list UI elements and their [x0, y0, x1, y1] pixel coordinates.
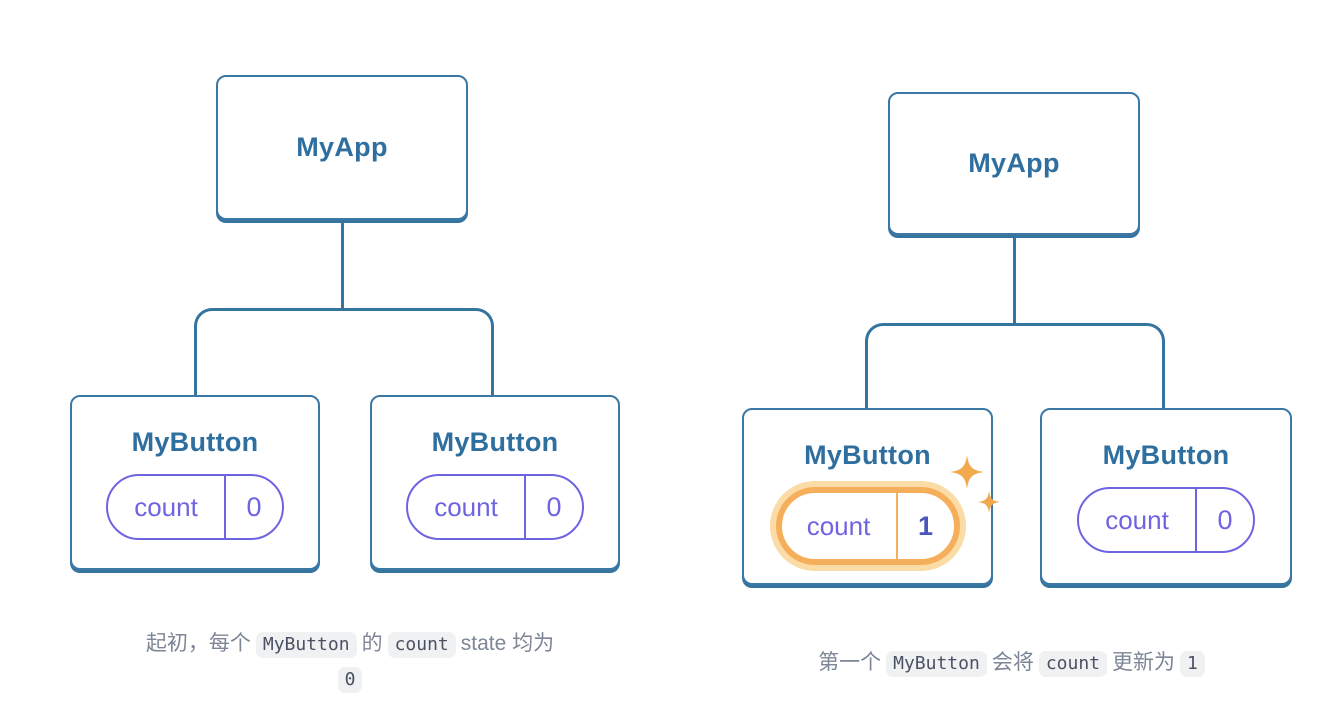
caption-code: 1: [1180, 651, 1205, 677]
caption-code: MyButton: [886, 651, 987, 677]
tree-connector-branch: [194, 308, 494, 395]
caption-code: count: [1038, 651, 1108, 677]
caption-text: state 均为: [460, 632, 555, 655]
mybutton-node-second: MyButton count 0: [370, 395, 620, 570]
node-title: MyButton: [1102, 440, 1230, 470]
count-state-pill: count 0: [406, 474, 584, 540]
state-value: 0: [546, 491, 562, 522]
caption-text: 起初，每个: [145, 632, 251, 655]
state-pill-wrap: count 1: [775, 455, 1000, 565]
state-pill-wrap: count 0: [1077, 487, 1255, 553]
node-title: MyButton: [131, 427, 259, 457]
myapp-node: MyApp: [216, 75, 468, 220]
state-pill-wrap: count 0: [106, 474, 284, 540]
tree-connector-stem: [341, 220, 344, 308]
mybutton-node-first: MyButton count 0: [70, 395, 320, 570]
caption-text: 第一个: [818, 651, 882, 674]
caption-text: 的: [361, 632, 383, 655]
count-state-pill: count 0: [106, 474, 284, 540]
state-key: count: [408, 476, 526, 538]
tree-connector-stem: [1013, 235, 1016, 323]
state-pill-wrap: count 0: [406, 474, 584, 540]
caption-text: 会将: [991, 651, 1034, 674]
tree-connector-branch: [865, 323, 1165, 408]
sparkle-icon: [949, 455, 1000, 513]
caption-code: 0: [337, 667, 363, 693]
mybutton-node-first-updated: MyButton count 1: [742, 408, 1000, 585]
caption-code: count: [387, 632, 456, 658]
count-state-pill: count 0: [1077, 487, 1255, 553]
node-title: MyButton: [804, 440, 931, 470]
state-value: 0: [246, 491, 262, 522]
state-key: count: [782, 493, 898, 559]
count-state-pill-highlighted: count 1: [775, 487, 960, 565]
node-title: MyButton: [431, 427, 559, 457]
node-title: MyApp: [968, 148, 1060, 178]
caption-code: MyButton: [255, 632, 357, 658]
state-value: 1: [917, 510, 934, 541]
state-value: 0: [1217, 504, 1233, 535]
node-title: MyApp: [296, 132, 388, 162]
state-key: count: [1079, 489, 1197, 551]
myapp-node: MyApp: [888, 92, 1140, 235]
state-key: count: [108, 476, 226, 538]
caption-text: 更新为: [1112, 651, 1176, 674]
mybutton-node-second: MyButton count 0: [1040, 408, 1292, 585]
